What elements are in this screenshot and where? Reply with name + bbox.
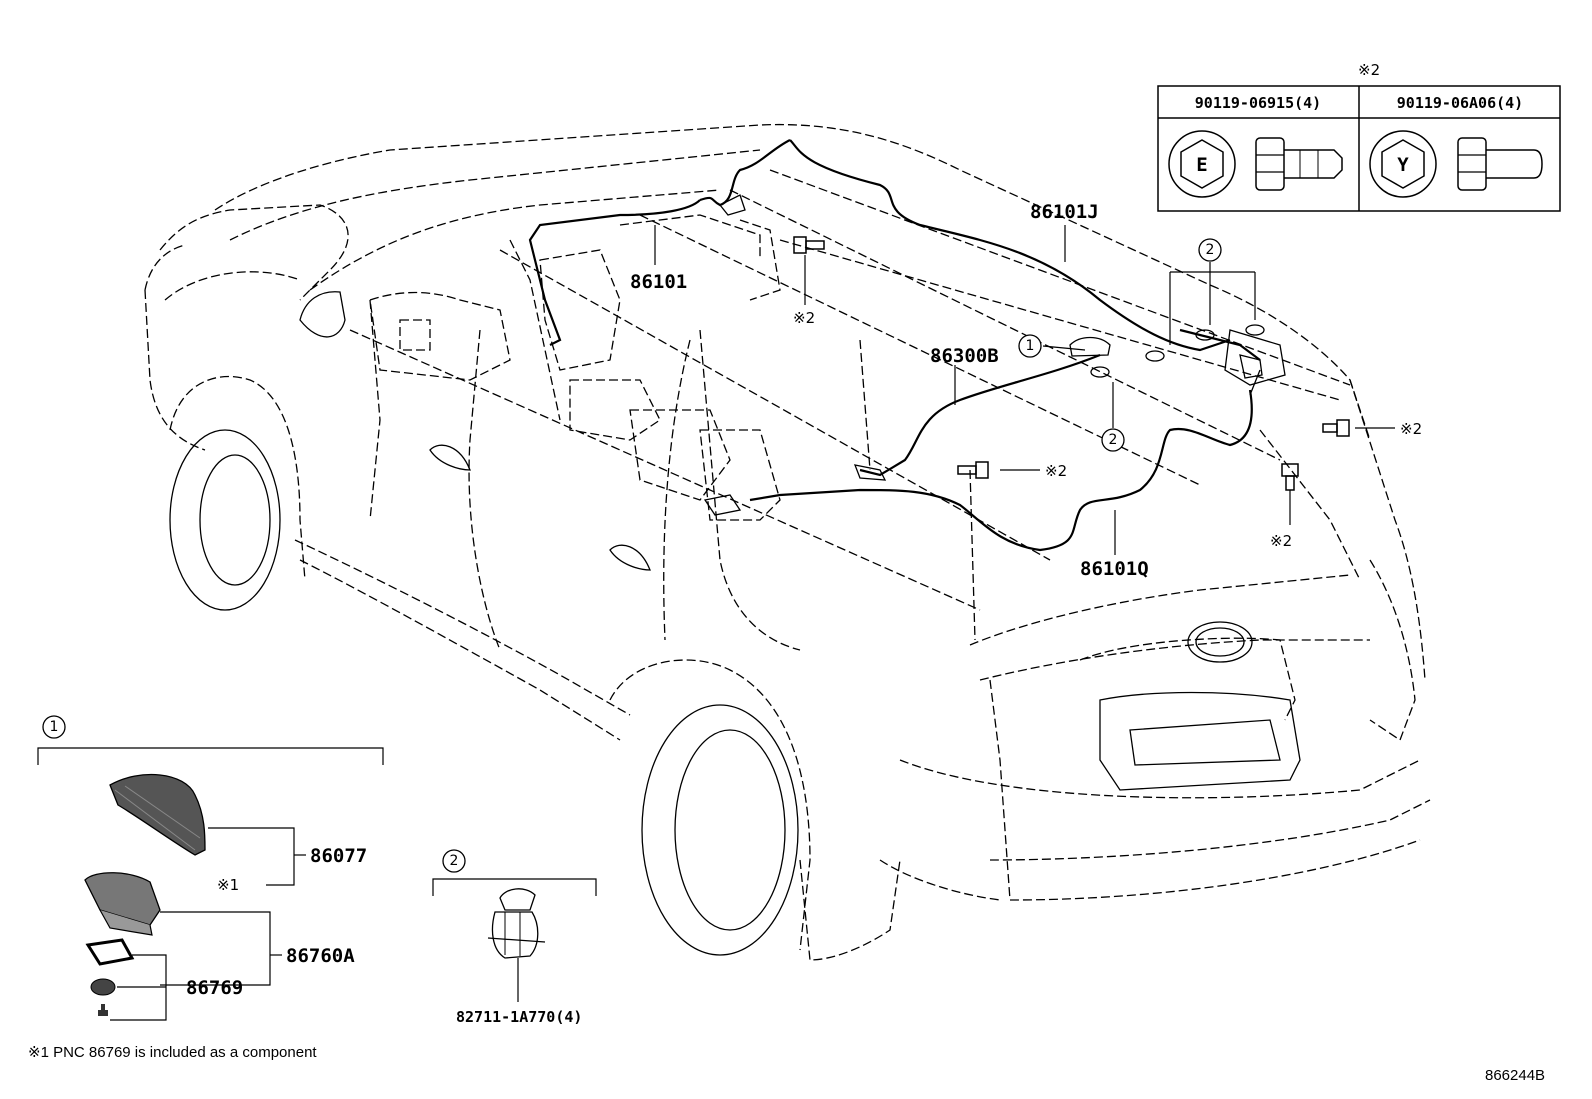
label-86769: 86769 (186, 977, 243, 999)
svg-text:2: 2 (1206, 242, 1215, 258)
gasket-icon (85, 938, 135, 966)
table-col1-part: 90119-06915(4) (1195, 94, 1321, 112)
mark-2-center-bolt: ※2 (1045, 462, 1067, 480)
mark-2-rear-bolt: ※2 (1400, 420, 1422, 438)
callout-2-upper: 2 (1198, 238, 1222, 262)
footnote: ※1 PNC 86769 is included as a component (28, 1044, 317, 1061)
callout-2-lower: 2 (1101, 428, 1125, 452)
detail-group-1: 1 86077 ※1 86760A (37, 715, 384, 1021)
bolt-icon (1457, 137, 1543, 191)
nut-icon (90, 978, 116, 996)
bolt-icon (793, 236, 1350, 491)
label-86101J: 86101J (1030, 201, 1099, 223)
shark-fin-antenna-icon (109, 773, 206, 856)
label-86101Q: 86101Q (1080, 558, 1149, 580)
bolt-icon (98, 1004, 108, 1016)
label-86077: 86077 (310, 845, 367, 867)
label-86760A: 86760A (286, 945, 355, 967)
antenna-cables (528, 139, 1286, 552)
label-86101: 86101 (630, 271, 687, 293)
fastener-table: ※2 90119-06915(4) 90119-06A06(4) E Y (1157, 61, 1561, 212)
nut-icon: E (1168, 130, 1236, 198)
table-mark: ※2 (1358, 61, 1380, 79)
label-86300B: 86300B (930, 345, 999, 367)
bolt-icon (1255, 137, 1343, 191)
table-col2-part: 90119-06A06(4) (1397, 94, 1523, 112)
svg-text:2: 2 (450, 853, 459, 869)
detail-group-2: 2 82711-1A770(4) (432, 849, 597, 1026)
mark-2-front-bolt: ※2 (793, 309, 815, 327)
svg-text:2: 2 (1109, 432, 1118, 448)
diagram-id: 866244B (1485, 1067, 1545, 1084)
symbol-e: E (1196, 154, 1207, 176)
leader-lines (654, 225, 1395, 555)
callout-1-roof: 1 (1018, 334, 1042, 358)
mark-1: ※1 (217, 876, 239, 894)
svg-text:1: 1 (1026, 338, 1035, 354)
wire-clamp-icon (487, 888, 546, 959)
antenna-base-icon (84, 872, 161, 936)
symbol-y: Y (1397, 154, 1409, 176)
label-82711-1A770: 82711-1A770(4) (456, 1008, 582, 1026)
svg-text:1: 1 (50, 719, 59, 735)
suv-outline (144, 123, 1431, 961)
mark-2-lower-bolt: ※2 (1270, 532, 1292, 550)
nut-icon: Y (1369, 130, 1437, 198)
